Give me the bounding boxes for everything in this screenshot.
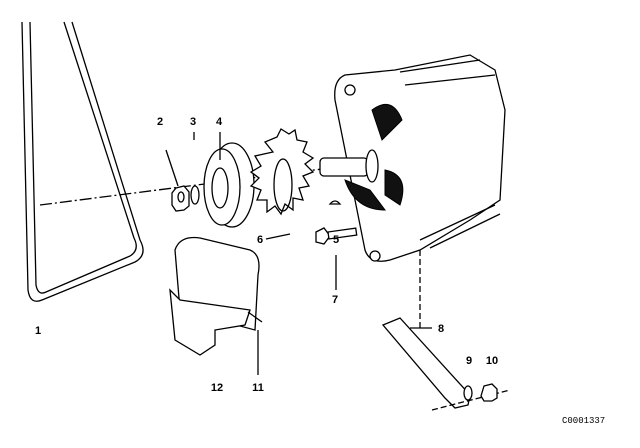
v-belt (21, 21, 144, 302)
callout-5: 5 (332, 234, 340, 246)
washer (463, 385, 473, 401)
callout-11: 11 (252, 382, 264, 394)
callout-4: 4 (215, 116, 223, 128)
callout-3: 3 (189, 116, 197, 128)
nut (165, 149, 190, 212)
pulley (203, 132, 255, 228)
callout-6: 6 (256, 234, 264, 246)
voltage-regulator (169, 236, 263, 375)
callout-10: 10 (485, 355, 499, 367)
callout-8: 8 (437, 323, 445, 335)
washer (190, 132, 200, 205)
key (328, 200, 342, 205)
nut (480, 383, 498, 402)
callout-1: 1 (34, 325, 42, 337)
drawing-code: C0001337 (562, 416, 606, 426)
alternator (319, 54, 506, 330)
callout-9: 9 (465, 355, 473, 367)
fan (249, 128, 315, 240)
callout-12: 12 (210, 382, 224, 394)
bolt (315, 227, 358, 290)
callout-2: 2 (156, 116, 164, 128)
callout-7: 7 (331, 294, 339, 306)
